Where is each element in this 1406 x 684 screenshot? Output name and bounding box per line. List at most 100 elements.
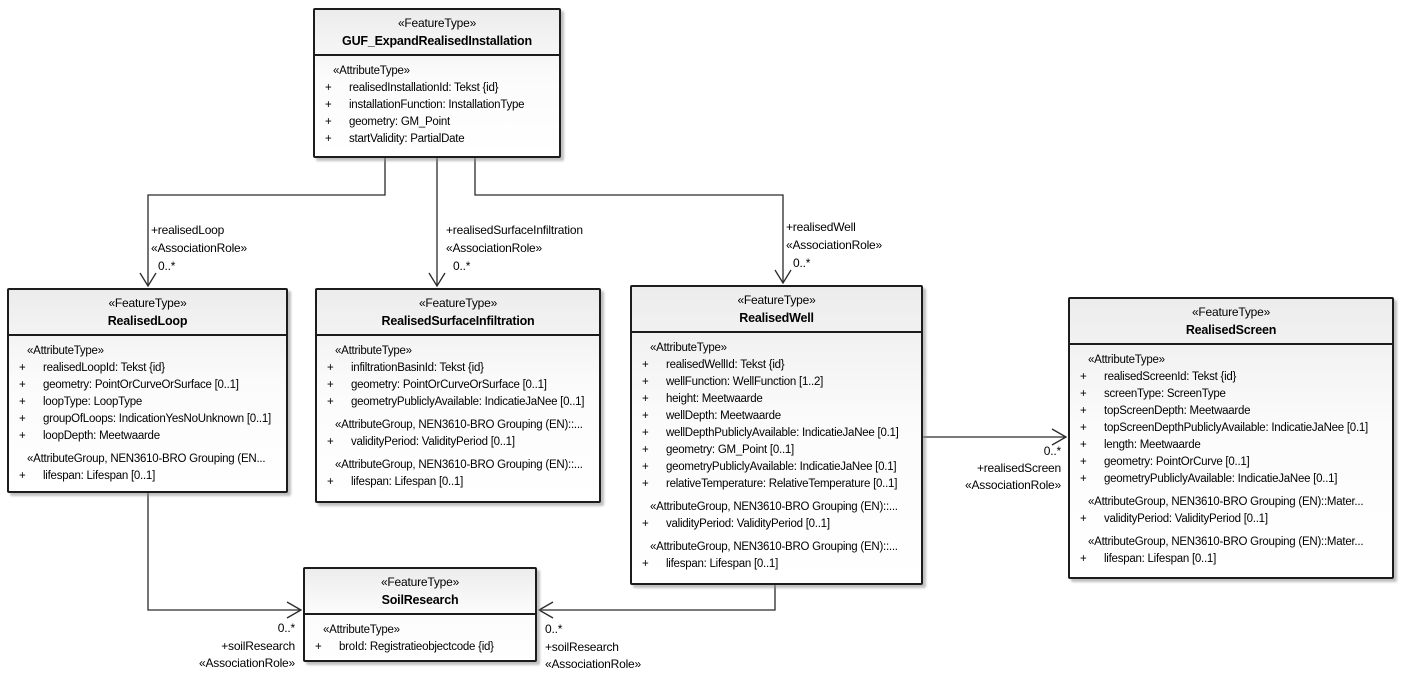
attribute-group-stereotype: «AttributeGroup, NEN3610-BRO Grouping (E… — [650, 501, 898, 513]
edge-label-realised-well: +realisedWell «AssociationRole» 0..* — [786, 218, 882, 272]
class-attributes: «AttributeType» +realisedScreenId: Tekst … — [1070, 345, 1392, 577]
association-multiplicity: 0..* — [545, 622, 563, 636]
attribute-row: +validityPeriod: ValidityPeriod [0..1] — [1080, 513, 1268, 525]
class-attributes: «AttributeType» +realisedInstallationId: … — [315, 56, 559, 156]
attribute-row: +broId: Registratieobjectcode {id} — [315, 641, 494, 653]
attribute-row: +geometry: PointOrCurveOrSurface [0..1] — [327, 379, 547, 391]
attribute-row: +wellDepthPubliclyAvailable: IndicatieJa… — [642, 427, 899, 439]
association-multiplicity: 0..* — [277, 621, 295, 635]
association-stereotype: «AssociationRole» — [965, 478, 1061, 492]
attribute-row: +loopType: LoopType — [19, 396, 143, 408]
class-header: «FeatureType» GUF_ExpandRealisedInstalla… — [315, 10, 559, 56]
attribute-row: +geometry: PointOrCurve [0..1] — [1080, 456, 1250, 468]
attribute-row: +geometryPubliclyAvailable: IndicatieJaN… — [642, 461, 897, 473]
class-stereotype: «FeatureType» — [397, 16, 477, 30]
attribute-row: +validityPeriod: ValidityPeriod [0..1] — [327, 436, 515, 448]
attribute-row: +groupOfLoops: IndicationYesNoUnknown [0… — [19, 413, 271, 425]
attribute-row: +realisedLoopId: Tekst {id} — [19, 362, 165, 374]
attribute-row: +infiltrationBasinId: Tekst {id} — [327, 362, 484, 374]
attribute-group-stereotype: «AttributeType» — [1088, 354, 1165, 366]
association-stereotype: «AssociationRole» — [545, 657, 641, 671]
attribute-row: +topScreenDepth: Meetwaarde — [1080, 405, 1251, 417]
class-attributes: «AttributeType» +broId: Registratieobject… — [305, 615, 535, 660]
class-header: «FeatureType» RealisedScreen — [1070, 299, 1392, 345]
attribute-group-stereotype: «AttributeType» — [27, 345, 104, 357]
attribute-row: +installationFunction: InstallationType — [325, 99, 525, 111]
class-name: RealisedWell — [739, 311, 814, 325]
attribute-row: +geometry: GM_Point [0..1] — [642, 444, 794, 456]
attribute-group-stereotype: «AttributeGroup, NEN3610-BRO Grouping (E… — [650, 541, 898, 553]
association-stereotype: «AssociationRole» — [151, 241, 247, 255]
attribute-row: +topScreenDepthPubliclyAvailable: Indica… — [1080, 422, 1368, 434]
edge-label-realised-screen: 0..* +realisedScreen «AssociationRole» — [928, 443, 1061, 494]
attribute-row: +length: Meetwaarde — [1080, 439, 1201, 451]
association-role-name: +realisedLoop — [151, 223, 225, 237]
class-attributes: «AttributeType» +infiltrationBasinId: Tek… — [317, 336, 599, 501]
association-role-name: +realisedScreen — [976, 461, 1061, 475]
attribute-row: +wellDepth: Meetwaarde — [642, 410, 781, 422]
association-role-name: +realisedWell — [786, 220, 856, 234]
class-stereotype: «FeatureType» — [380, 575, 460, 589]
class-header: «FeatureType» RealisedSurfaceInfiltratio… — [317, 290, 599, 336]
attribute-row: +geometryPubliclyAvailable: IndicatieJaN… — [1080, 473, 1338, 485]
class-soil-research: «FeatureType» SoilResearch «AttributeTyp… — [303, 567, 537, 662]
class-name: RealisedSurfaceInfiltration — [381, 314, 535, 328]
attribute-row: +height: Meetwaarde — [642, 393, 763, 405]
connector-realised-well — [474, 158, 792, 285]
association-stereotype: «AssociationRole» — [199, 656, 295, 670]
attribute-row: +realisedInstallationId: Tekst {id} — [325, 82, 499, 94]
attribute-row: +lifespan: Lifespan [0..1] — [327, 476, 464, 488]
attribute-row: +relativeTemperature: RelativeTemperatur… — [642, 478, 898, 490]
association-multiplicity: 0..* — [1043, 444, 1061, 458]
attribute-row: +wellFunction: WellFunction [1..2] — [642, 376, 824, 388]
class-name: RealisedLoop — [107, 314, 188, 328]
edge-label-realised-loop: +realisedLoop «AssociationRole» 0..* — [151, 221, 247, 275]
connector-realised-surface-infiltration — [428, 158, 446, 288]
class-name: SoilResearch — [381, 593, 459, 607]
attribute-row: +realisedScreenId: Tekst {id} — [1080, 371, 1237, 383]
class-name: GUF_ExpandRealisedInstallation — [342, 34, 532, 48]
attribute-row: +geometryPubliclyAvailable: IndicatieJaN… — [327, 396, 585, 408]
connector-realised-screen — [923, 428, 1068, 446]
association-role-name: +soilResearch — [221, 638, 295, 653]
association-multiplicity: 0..* — [453, 259, 471, 273]
class-realised-screen: «FeatureType» RealisedScreen «AttributeT… — [1068, 297, 1394, 579]
attribute-row: +lifespan: Lifespan [0..1] — [1080, 553, 1217, 565]
attribute-row: +lifespan: Lifespan [0..1] — [642, 558, 779, 570]
attribute-row: +realisedWellId: Tekst {id} — [642, 359, 785, 371]
attribute-row: +geometry: PointOrCurveOrSurface [0..1] — [19, 379, 239, 391]
class-header: «FeatureType» SoilResearch — [305, 569, 535, 615]
class-realised-well: «FeatureType» RealisedWell «AttributeTyp… — [630, 285, 923, 585]
edge-label-realised-surface-infiltration: +realisedSurfaceInfiltration «Associatio… — [446, 221, 583, 275]
attribute-group-stereotype: «AttributeGroup, NEN3610-BRO Grouping (E… — [1088, 536, 1364, 548]
edge-label-soil-research-from-loop: 0..* +soilResearch «AssociationRole» — [160, 620, 295, 673]
class-header: «FeatureType» RealisedWell — [632, 287, 921, 333]
class-attributes: «AttributeType» +realisedLoopId: Tekst {i… — [9, 336, 286, 491]
association-multiplicity: 0..* — [158, 259, 176, 273]
class-realised-surface-infiltration: «FeatureType» RealisedSurfaceInfiltratio… — [315, 288, 601, 503]
edge-label-soil-research-from-well: 0..* +soilResearch «AssociationRole» — [545, 621, 641, 674]
association-multiplicity: 0..* — [793, 256, 811, 270]
attribute-row: +screenType: ScreenType — [1080, 388, 1226, 400]
association-stereotype: «AssociationRole» — [446, 241, 542, 255]
attribute-row: +validityPeriod: ValidityPeriod [0..1] — [642, 518, 830, 530]
attribute-group-stereotype: «AttributeType» — [335, 345, 412, 357]
attribute-row: +geometry: GM_Point — [325, 116, 450, 128]
attribute-group-stereotype: «AttributeType» — [323, 624, 400, 636]
association-role-name: +realisedSurfaceInfiltration — [446, 223, 583, 237]
class-attributes: «AttributeType»+realisedWellId: Tekst {i… — [632, 333, 921, 583]
connector-realised-loop — [139, 158, 386, 288]
attribute-row: +startValidity: PartialDate — [325, 133, 465, 145]
class-name: RealisedScreen — [1185, 323, 1277, 337]
connector-soil-research-from-well — [537, 585, 776, 619]
association-role-name: +soilResearch — [545, 639, 619, 654]
attribute-group-stereotype: «AttributeType» — [333, 65, 410, 77]
attribute-group-stereotype: «AttributeGroup, NEN3610-BRO Grouping (E… — [335, 419, 583, 431]
class-realised-loop: «FeatureType» RealisedLoop «AttributeTyp… — [7, 288, 288, 493]
class-stereotype: «FeatureType» — [108, 296, 187, 310]
attribute-row: +lifespan: Lifespan [0..1] — [19, 470, 156, 482]
class-header: «FeatureType» RealisedLoop — [9, 290, 286, 336]
class-stereotype: «FeatureType» — [1191, 305, 1271, 319]
